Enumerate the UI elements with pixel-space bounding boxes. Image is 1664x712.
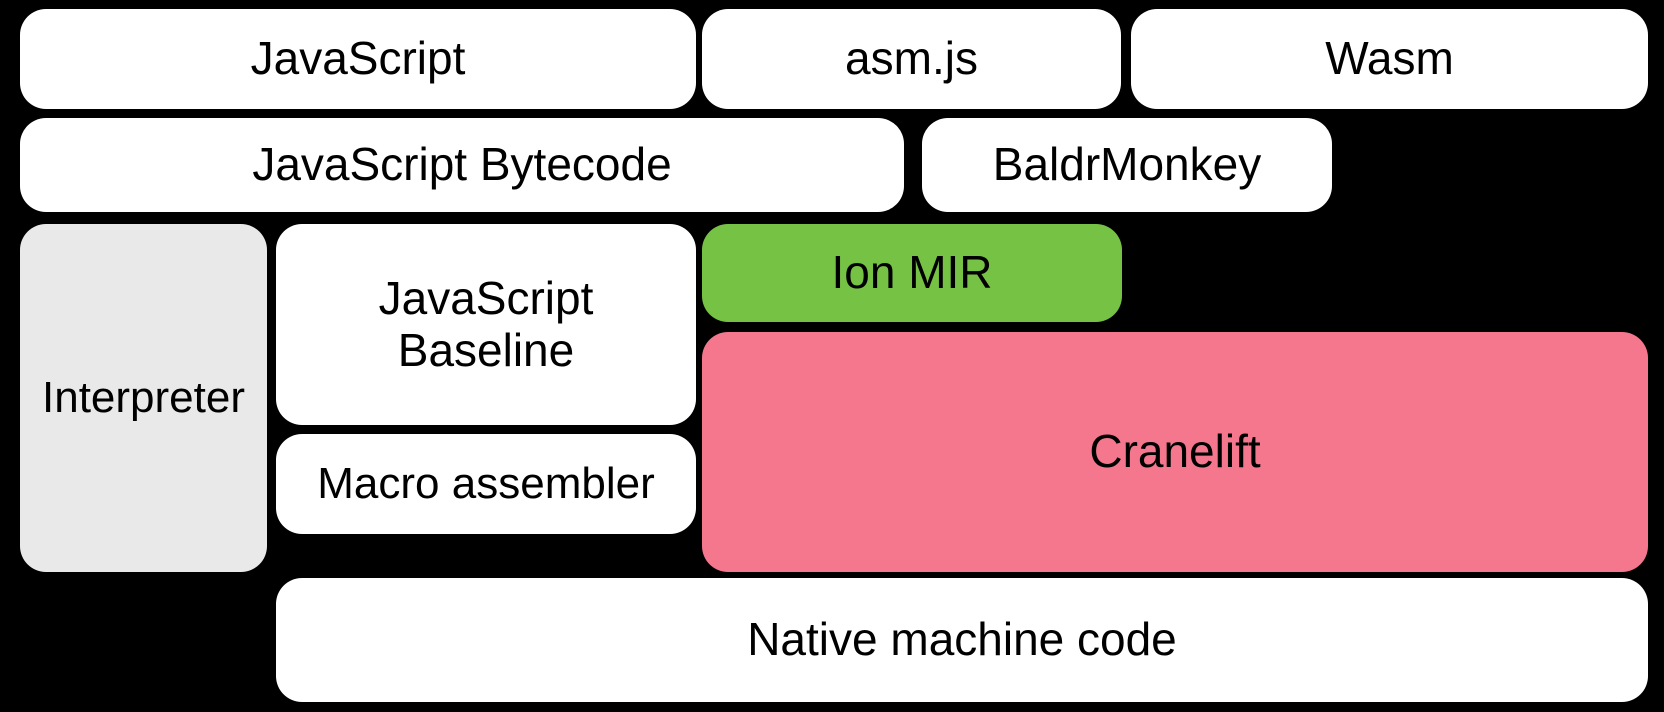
box-interpreter: Interpreter: [20, 224, 267, 572]
box-ion-mir: Ion MIR: [702, 224, 1122, 322]
box-cranelift: Cranelift: [702, 332, 1648, 572]
box-baldrmonkey: BaldrMonkey: [922, 118, 1332, 212]
box-macro-assembler: Macro assembler: [276, 434, 696, 534]
box-native-machine-code: Native machine code: [276, 578, 1648, 702]
box-asm-js: asm.js: [702, 9, 1121, 109]
box-javascript: JavaScript: [20, 9, 696, 109]
box-javascript-baseline: JavaScript Baseline: [276, 224, 696, 425]
box-wasm: Wasm: [1131, 9, 1648, 109]
box-javascript-bytecode: JavaScript Bytecode: [20, 118, 904, 212]
